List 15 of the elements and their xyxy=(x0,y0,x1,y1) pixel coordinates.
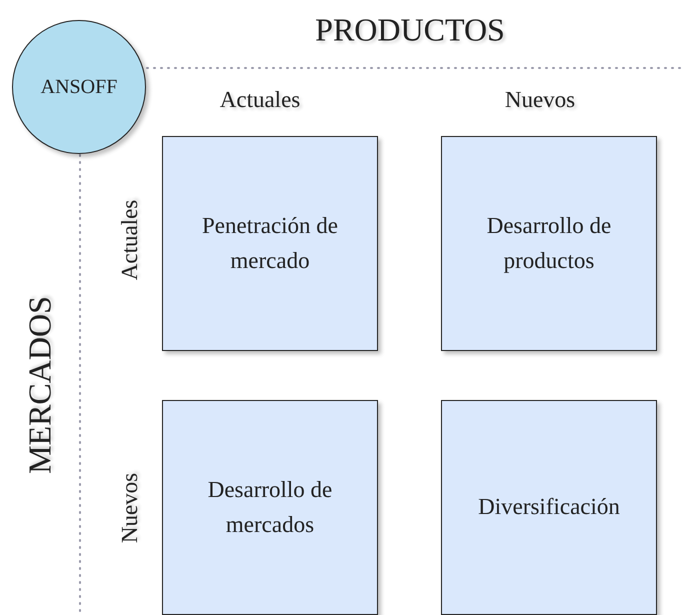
node-text: Desarrollo de mercados xyxy=(206,476,334,538)
strategy-box xyxy=(441,136,657,351)
strategy-box xyxy=(162,136,378,351)
axis-title: MERCADOS xyxy=(22,296,58,474)
node-text: Penetración de mercado xyxy=(200,212,340,274)
strategy-box xyxy=(441,400,657,615)
column-label: Actuales xyxy=(220,87,300,113)
node-text: Diversificación xyxy=(477,493,621,522)
axis-title: PRODUCTOS xyxy=(315,12,505,48)
strategy-box xyxy=(162,400,378,615)
row-label: Actuales xyxy=(117,200,143,280)
node-text: ANSOFF xyxy=(40,75,118,100)
node-text: Desarrollo de productos xyxy=(486,212,612,275)
column-label: Nuevos xyxy=(504,87,576,113)
row-label: Nuevos xyxy=(117,472,143,544)
